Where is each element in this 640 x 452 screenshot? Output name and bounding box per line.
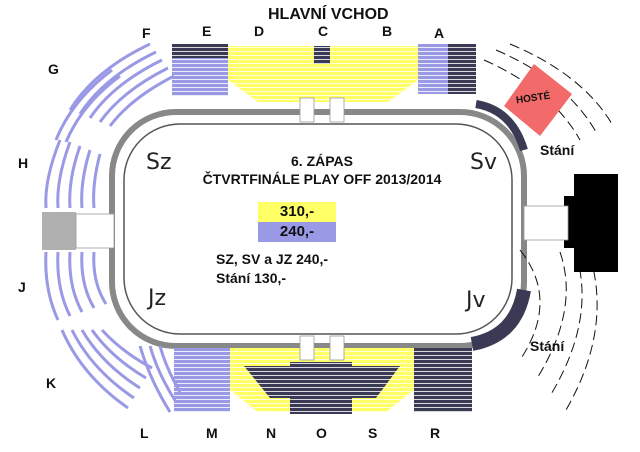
section-label-g: G xyxy=(48,61,59,77)
price-swatch-240: 240,- xyxy=(258,222,336,242)
section-label-f: F xyxy=(142,25,151,41)
north-stands xyxy=(172,44,476,123)
west-stands xyxy=(44,42,182,413)
south-stands xyxy=(174,335,472,414)
section-label-j: J xyxy=(18,279,26,295)
section-label-l: L xyxy=(140,425,149,441)
event-line-1: 6. ZÁPAS xyxy=(291,153,353,169)
se-arc xyxy=(470,288,531,351)
standing-label-north: Stání xyxy=(540,142,575,158)
section-label-s: S xyxy=(368,425,378,441)
section-label-r: R xyxy=(430,425,441,441)
corner-label-jz: Jz xyxy=(148,286,167,311)
section-label-c: C xyxy=(318,23,329,39)
standing-label-south: Stání xyxy=(530,338,565,354)
corner-label-jv: Jv xyxy=(466,288,486,313)
section-label-d: D xyxy=(254,23,265,39)
section-label-a: A xyxy=(434,25,445,41)
ne-arc xyxy=(475,100,528,152)
main-entrance-label: HLAVNÍ VCHOD xyxy=(268,6,389,23)
price-swatch-310: 310,- xyxy=(258,202,336,222)
east-building xyxy=(523,174,618,272)
extra-price-line-1: SZ, SV a JZ 240,- xyxy=(216,251,329,267)
section-label-h: H xyxy=(18,155,29,171)
corner-label-sz: Sz xyxy=(146,150,172,175)
extra-price-line-2: Stání 130,- xyxy=(216,270,287,286)
section-label-e: E xyxy=(202,23,212,39)
section-label-o: O xyxy=(316,425,327,441)
west-entrance xyxy=(42,212,76,250)
section-label-n: N xyxy=(266,425,277,441)
section-label-b: B xyxy=(382,23,393,39)
section-label-k: K xyxy=(46,375,57,391)
section-label-m: M xyxy=(206,425,218,441)
corner-label-sv: Sv xyxy=(470,150,497,175)
event-line-2: ČTVRTFINÁLE PLAY OFF 2013/2014 xyxy=(202,171,442,187)
guest-sector xyxy=(504,64,572,136)
